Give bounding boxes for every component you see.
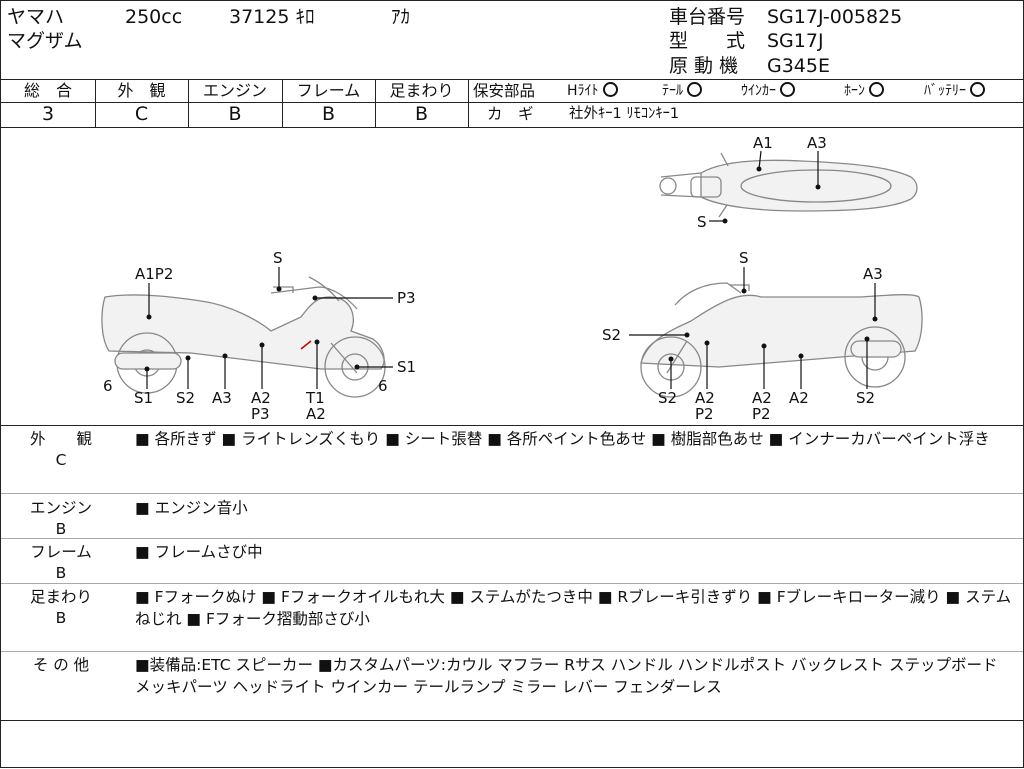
ok-mark-icon [602,82,618,97]
marker-label: S1 [397,358,416,376]
marker-label: P2 [752,405,771,423]
frame-no-value: SG17J-005825 [767,6,903,28]
grade-frame-label: フレーム [296,81,361,100]
grade-frame-value: B [321,103,336,125]
section-engine-grade: B [55,520,67,538]
section-frame-text: ■ フレームさび中 [135,543,263,561]
divider [1,493,1023,494]
right-view-markers: S A3 S2 S2 A2 P2 A2 P2 A2 S2 [602,249,883,423]
section-exterior-text: ■ 各所きず ■ ライトレンズくもり ■ シート張替 ■ 各所ペイント色あせ ■… [135,430,990,448]
section-suspension-label: 足まわり [29,588,92,606]
maker: ヤマハ [7,6,65,28]
key-value: 社外ｷｰ1 ﾘﾓｺﾝｷｰ1 [569,106,680,122]
marker-label: A3 [863,265,883,283]
section-other-text: ■装備品:ETC スピーカー ■カスタムパーツ:カウル マフラー Rサス ハンド… [135,656,998,696]
divider [1,651,1023,652]
grade-overall-label: 総 合 [23,81,72,100]
section-frame-label: フレーム [30,543,92,561]
marker-label: S [273,249,283,267]
safety-item-tail: ﾃｰﾙ [662,81,702,101]
marker-label: 6 [103,377,113,395]
key-label: カ ギ [487,105,534,123]
section-engine-text: ■ エンジン音小 [135,499,248,517]
grade-suspension-value: B [414,103,429,125]
marker-label: S2 [856,389,875,407]
displacement: 250cc [125,6,183,28]
frame-no-label: 車台番号 [669,6,746,28]
grade-engine-label: エンジン [202,81,267,100]
safety-item-winker: ｳｲﾝｶｰ [741,81,795,101]
ok-mark-icon [869,82,884,97]
engine-value: G345E [767,55,830,77]
grade-overall-value: 3 [41,103,55,125]
scooter-left-view [101,276,386,398]
divider [1,720,1023,721]
engine-label: 原 動 機 [669,55,739,77]
marker-label: A2 [306,405,326,423]
scooter-top-view [659,152,918,218]
marker-label: S2 [658,389,677,407]
marker-label: S1 [134,389,153,407]
divider [1,79,1023,80]
ok-mark-icon [780,82,795,97]
marker-label: A3 [212,389,232,407]
marker-label: A3 [807,134,827,152]
scooter-right-view [640,282,923,398]
safety-item-headlight: Hﾗｲﾄ [567,81,618,101]
type-value: SG17J [767,30,824,52]
section-engine-label: エンジン [29,499,92,517]
marker-label: A2 [695,389,715,407]
top-view-markers: A1 A3 S [697,134,827,231]
divider [1,538,1023,539]
marker-label: P2 [695,405,714,423]
divider [1,102,1023,103]
model-name: マグザム [7,30,83,52]
marker-label: A2 [789,389,809,407]
section-exterior-label: 外 観 [29,430,92,448]
marker-label: T1 [305,389,325,407]
left-view-markers: A1P2 S P3 S1 6 S1 S2 A3 A2 P3 T1 A2 6 [103,249,416,423]
marker-label: A1 [753,134,773,152]
section-frame-grade: B [55,564,67,582]
body-color: ｱｶ [391,6,411,28]
safety-item-horn: ﾎｰﾝ [844,81,884,101]
ok-mark-icon [970,82,985,97]
marker-label: P3 [397,289,416,307]
divider [1,583,1023,584]
divider [1,127,1023,128]
marker-label: S2 [602,326,621,344]
marker-label: S [697,213,707,231]
ok-mark-icon [687,82,702,97]
grade-exterior-label: 外 観 [117,81,166,100]
safety-label: 保安部品 [473,82,536,100]
grade-engine-value: B [228,103,242,125]
safety-item-battery: ﾊﾞｯﾃﾘｰ [924,81,985,101]
type-label: 型 式 [669,30,746,52]
grade-suspension-label: 足まわり [389,81,454,100]
mileage: 37125 ｷﾛ [229,6,315,28]
marker-label: S2 [176,389,195,407]
marker-label: S [739,249,749,267]
marker-label: A2 [251,389,271,407]
divider [1,425,1023,426]
section-suspension-grade: B [55,609,67,627]
marker-label: A1P2 [135,265,173,283]
marker-label: 6 [378,377,388,395]
grade-exterior-value: C [134,103,149,125]
section-suspension-text: ■ Fフォークぬけ ■ Fフォークオイルもれ大 ■ ステムがたつき中 ■ Rブレ… [135,588,1012,628]
section-other-label: そ の 他 [32,656,90,674]
marker-label: A2 [752,389,772,407]
marker-label: P3 [251,405,270,423]
section-exterior-grade: C [55,451,67,469]
